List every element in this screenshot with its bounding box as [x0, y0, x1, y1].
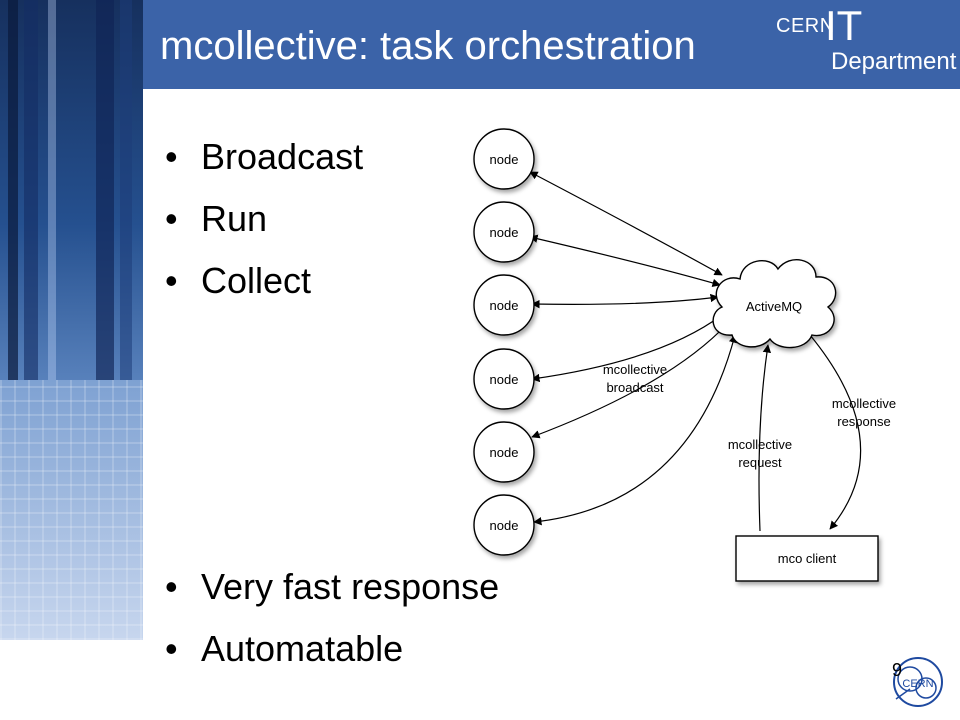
response-label-line2: response	[837, 414, 890, 429]
request-label-line1: mcollective	[728, 437, 792, 452]
bullet-item: • Collect	[165, 260, 311, 302]
activemq-cloud: ActiveMQ	[712, 259, 837, 349]
bullet-item: • Broadcast	[165, 136, 363, 178]
cern-logo-icon: CERN	[893, 657, 943, 707]
node-circle: node	[473, 274, 535, 336]
broadcast-label-line2: broadcast	[606, 380, 663, 395]
bullet-text: Very fast response	[201, 566, 500, 607]
bullet-item: • Automatable	[165, 628, 403, 670]
diagram-annotations: mcollective broadcast mcollective reques…	[603, 362, 896, 470]
brand-cern-text: CERN	[776, 15, 835, 37]
node-label: node	[490, 445, 519, 460]
slide-title: mcollective: task orchestration	[160, 24, 696, 68]
node-circle: node	[473, 494, 535, 556]
bullet-item: • Run	[165, 198, 267, 240]
response-arrow	[809, 334, 862, 530]
node-circle: node	[473, 348, 535, 410]
slide-header: mcollective: task orchestration CERN IT …	[143, 0, 960, 89]
bullet-text: Run	[201, 198, 268, 239]
client-label: mco client	[778, 551, 837, 566]
bullet-text: Automatable	[201, 628, 404, 669]
bullet-symbol: •	[165, 136, 178, 177]
link-node-3	[531, 293, 719, 309]
request-label-line2: request	[738, 455, 782, 470]
broadcast-label-line1: mcollective	[603, 362, 667, 377]
node-circle: node	[473, 421, 535, 483]
mco-client-box: mco client	[735, 535, 879, 582]
bullet-item: • Very fast response	[165, 566, 499, 608]
bullet-text: Broadcast	[201, 136, 364, 177]
broker-label: ActiveMQ	[746, 299, 802, 314]
page-number: 9	[892, 660, 903, 680]
datacenter-photo	[0, 0, 143, 640]
node-label: node	[490, 372, 519, 387]
bullet-symbol: •	[165, 628, 178, 669]
bullet-text: Collect	[201, 260, 312, 301]
node-label: node	[490, 152, 519, 167]
bullet-symbol: •	[165, 260, 178, 301]
brand-department-text: Department	[831, 48, 957, 75]
response-label-line1: mcollective	[832, 396, 896, 411]
node-circle: node	[473, 128, 535, 190]
link-node-6	[533, 334, 738, 526]
node-label: node	[490, 225, 519, 240]
broker-links	[529, 171, 862, 532]
bullet-symbol: •	[165, 198, 178, 239]
node-label: node	[490, 518, 519, 533]
node-circle: node	[473, 201, 535, 263]
node-list: node node node node node node	[473, 128, 535, 556]
mcollective-diagram: node node node node node node ActiveMQ m…	[473, 128, 896, 582]
logo-text: CERN	[902, 678, 933, 690]
node-label: node	[490, 298, 519, 313]
brand-it-text: IT	[825, 2, 863, 49]
link-node-2	[529, 234, 721, 287]
request-arrow	[758, 344, 772, 532]
bullet-symbol: •	[165, 566, 178, 607]
